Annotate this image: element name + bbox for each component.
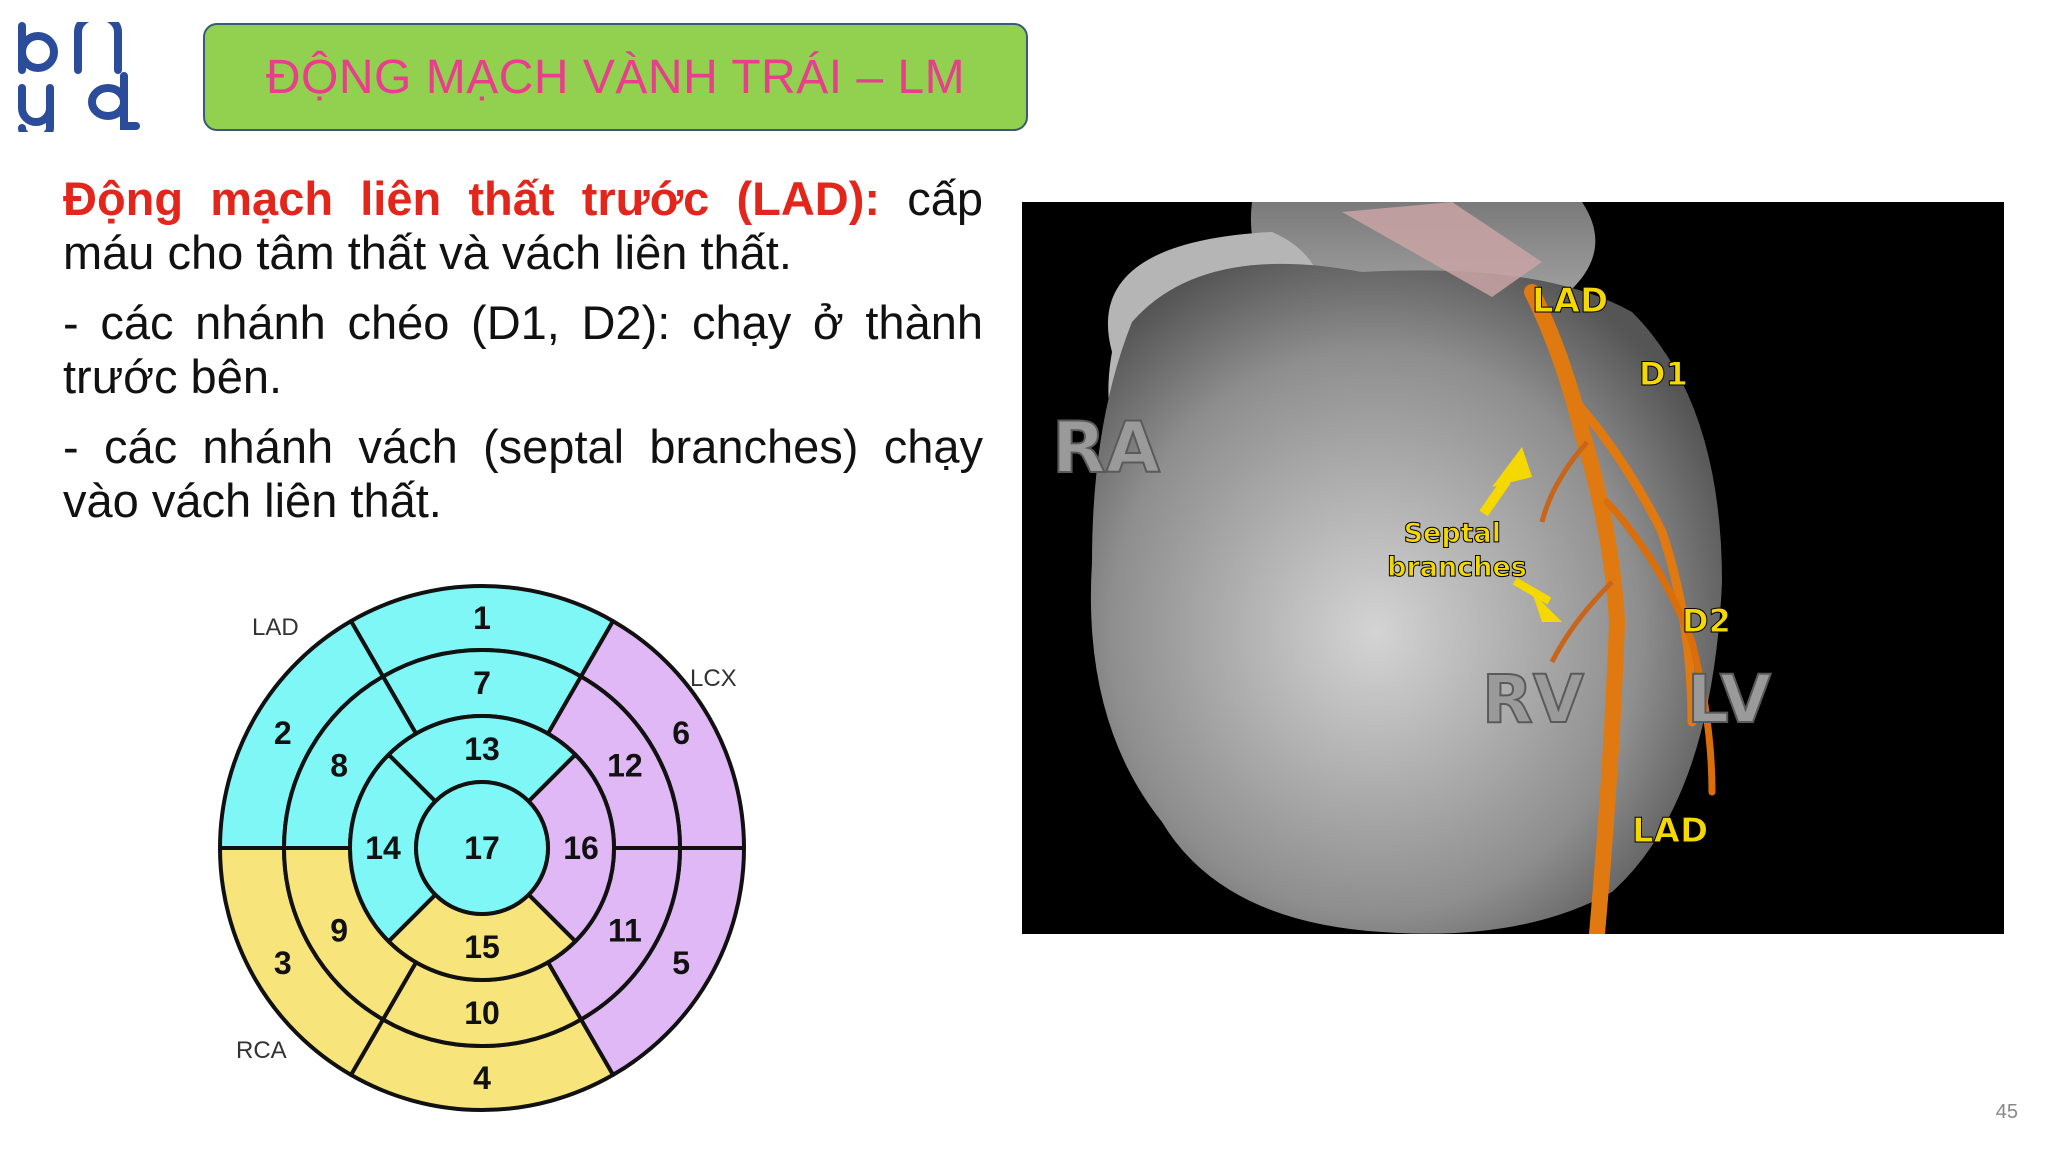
- title-banner: ĐỘNG MẠCH VÀNH TRÁI – LM: [203, 23, 1028, 131]
- label-lad: LAD: [252, 614, 299, 641]
- page-number: 45: [1995, 1101, 2018, 1123]
- bullet-diagonal: - các nhánh chéo (D1, D2): chạy ở thành …: [63, 296, 983, 403]
- heart-coronary-image: LAD D1 D2 LAD Septal branches RA RV LV: [1022, 202, 2004, 934]
- label-septal: Septal branches: [1387, 518, 1527, 583]
- segment-label-13: 13: [464, 731, 500, 767]
- d2-branch: [1603, 498, 1716, 796]
- segment-label-16: 16: [563, 830, 599, 866]
- segment-label-17: 17: [464, 830, 500, 866]
- lad-artery: [1524, 284, 1626, 934]
- page-title: ĐỘNG MẠCH VÀNH TRÁI – LM: [265, 50, 966, 104]
- bullet-septal: - các nhánh vách (septal branches) chạy …: [63, 420, 983, 527]
- septal-arrows: [1479, 447, 1562, 622]
- lad-description: cấp máu cho tâm thất và vách liên thất.: [63, 172, 983, 279]
- lead-paragraph: Động mạch liên thất trước (LAD): cấp máu…: [63, 172, 983, 280]
- segment-label-3: 3: [274, 945, 292, 981]
- segment-label-15: 15: [464, 929, 500, 965]
- label-ra: RA: [1052, 407, 1160, 489]
- label-lcx: LCX: [690, 665, 737, 692]
- label-d2: D2: [1682, 602, 1731, 640]
- lad-heading: Động mạch liên thất trước (LAD):: [63, 172, 881, 225]
- body-text: Động mạch liên thất trước (LAD): cấp máu…: [63, 172, 983, 544]
- label-lad-bottom: LAD: [1632, 811, 1708, 851]
- pulmonary-artery: [1342, 202, 1542, 297]
- label-lv: LV: [1687, 661, 1771, 738]
- segment-label-1: 1: [473, 600, 491, 636]
- label-d1: D1: [1639, 355, 1688, 393]
- bhyd-logo-icon: [18, 22, 140, 132]
- label-septal-2: branches: [1387, 552, 1527, 583]
- heart-body: [1090, 263, 1722, 934]
- segment-label-9: 9: [330, 913, 348, 949]
- segment-label-5: 5: [672, 945, 690, 981]
- segment-17: [414, 780, 550, 916]
- label-rv: RV: [1482, 661, 1584, 738]
- label-septal-1: Septal: [1404, 518, 1501, 549]
- segment-label-7: 7: [473, 665, 491, 701]
- segment-label-4: 4: [473, 1060, 491, 1096]
- segment-label-12: 12: [607, 748, 643, 784]
- segment-label-6: 6: [672, 715, 690, 751]
- segment-label-11: 11: [608, 913, 642, 949]
- label-rca: RCA: [236, 1037, 287, 1064]
- segment-label-8: 8: [330, 748, 348, 784]
- label-lad-top: LAD: [1532, 281, 1608, 321]
- septal-branch-2: [1549, 580, 1614, 664]
- septal-branch-1: [1539, 440, 1589, 523]
- segment-label-10: 10: [464, 995, 500, 1031]
- d1-branch: [1562, 387, 1697, 727]
- segment-label-14: 14: [365, 830, 401, 866]
- segment-label-2: 2: [274, 715, 292, 751]
